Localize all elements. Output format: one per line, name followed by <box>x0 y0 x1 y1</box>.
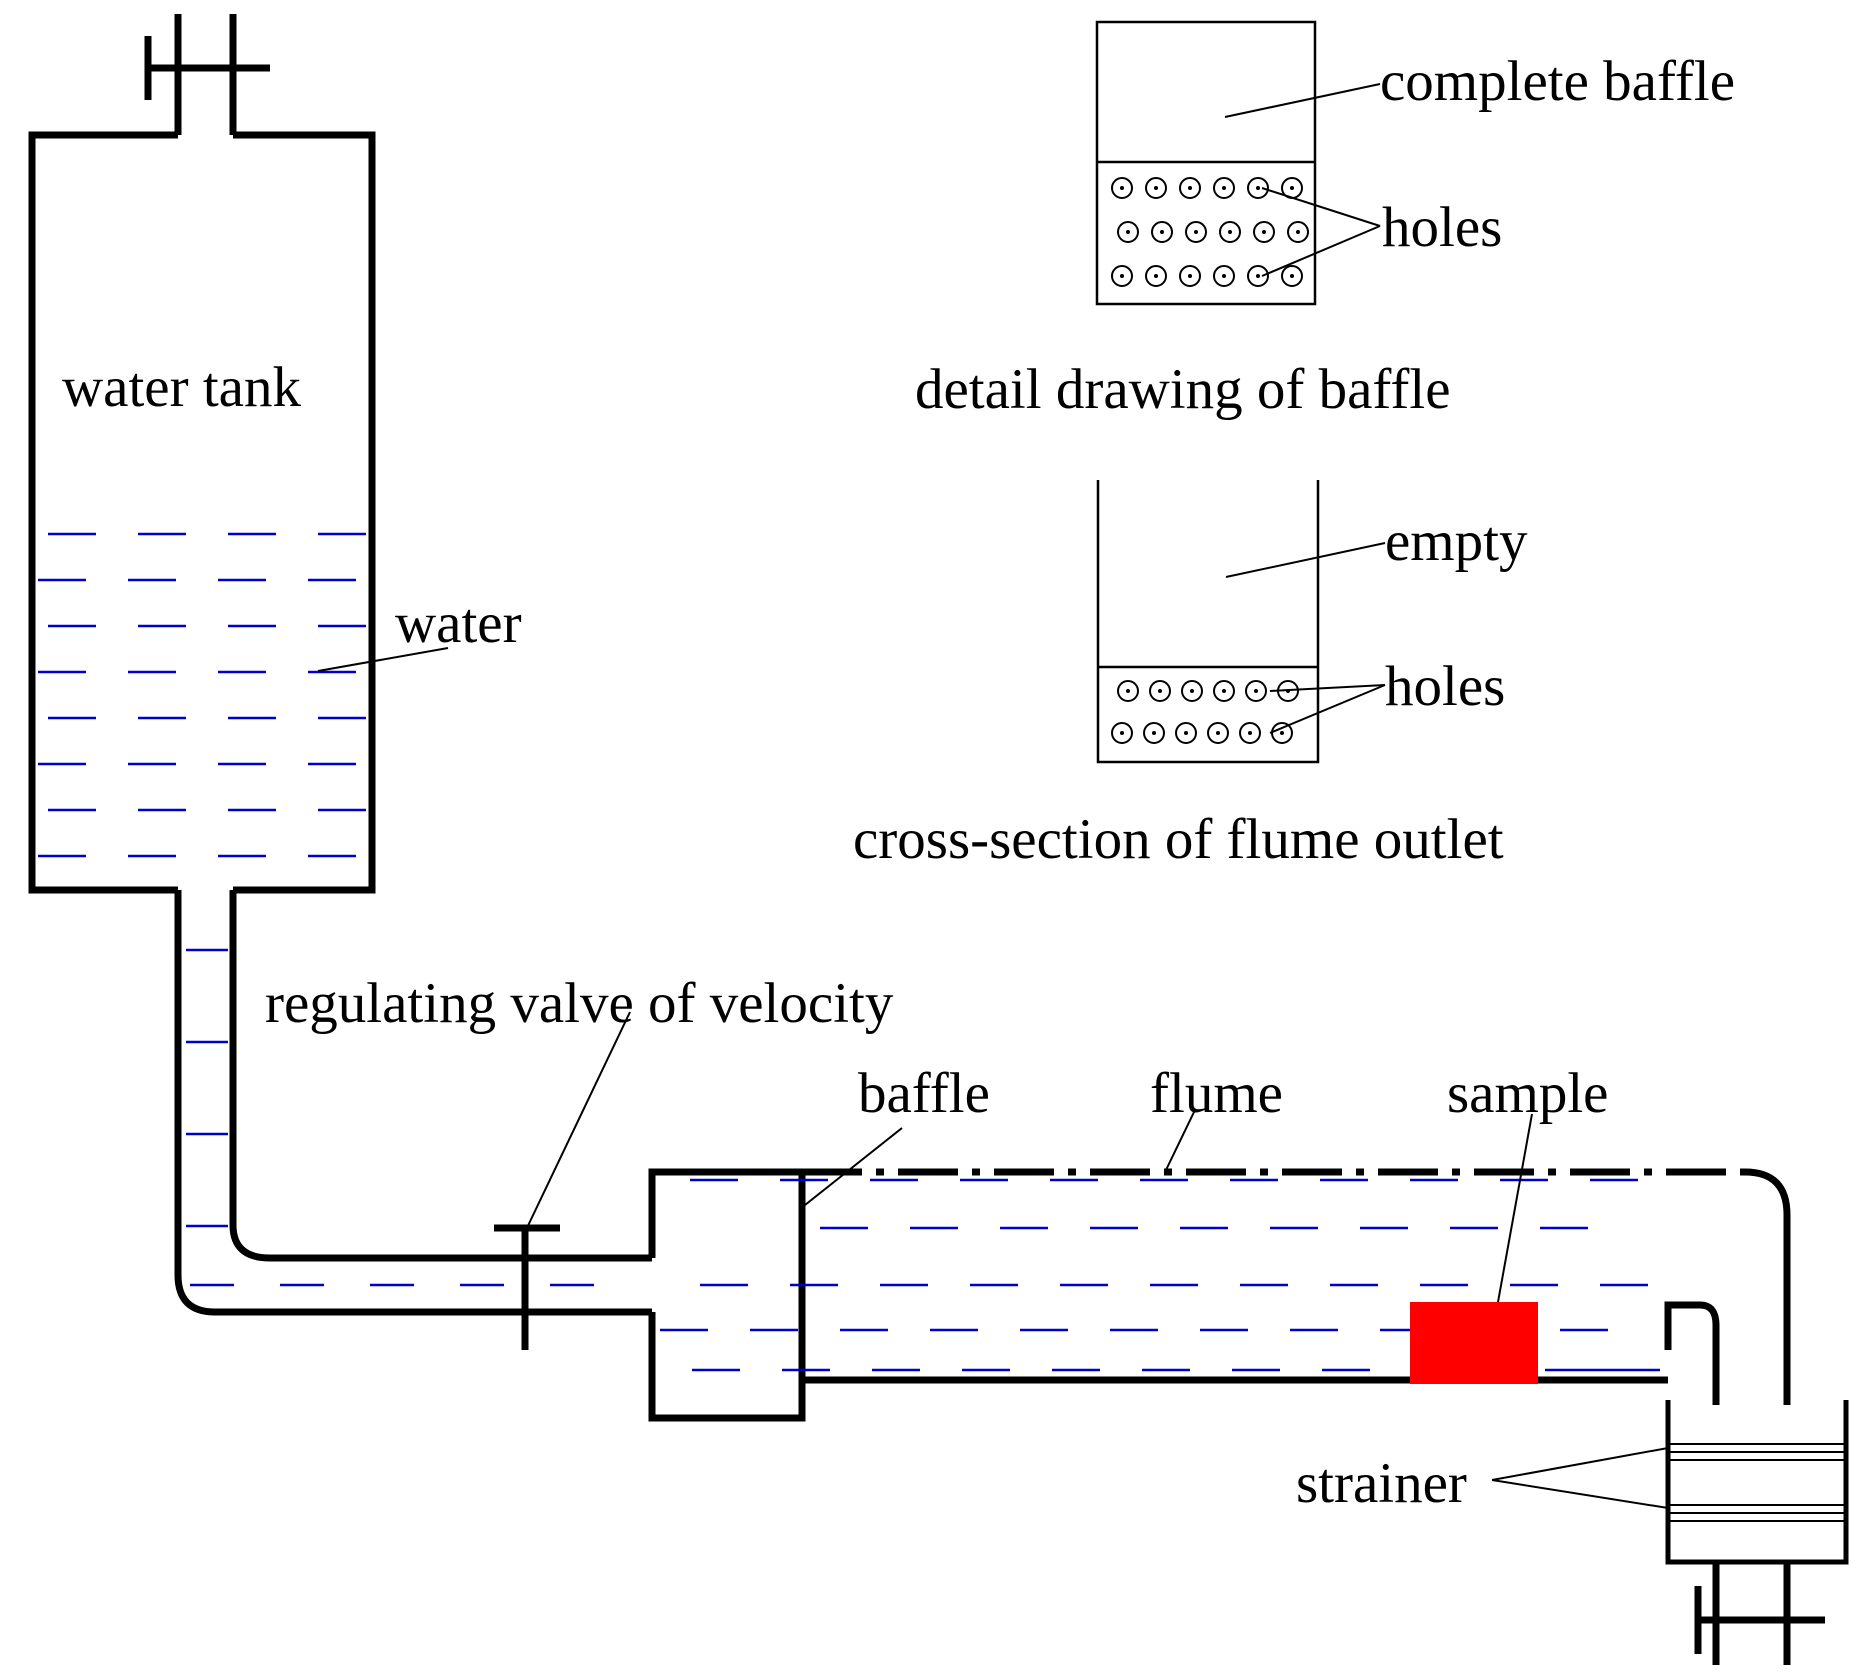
hole-icon <box>1117 221 1139 243</box>
hole-icon <box>1149 680 1171 702</box>
strainer-label: strainer <box>1296 1452 1467 1515</box>
hole-center-icon <box>1194 230 1198 234</box>
hole-icon <box>1281 265 1303 287</box>
hole-icon <box>1253 221 1275 243</box>
baffle-chamber <box>648 1168 806 1422</box>
hole-icon <box>1145 265 1167 287</box>
baffle-detail-caption: detail drawing of baffle <box>915 358 1451 421</box>
regulating-valve-label: regulating valve of velocity <box>265 972 894 1035</box>
outlet-pipe <box>174 890 652 1316</box>
strainer-outlet-pipe <box>1694 1562 1825 1665</box>
hole-icon <box>1247 265 1269 287</box>
hole-icon <box>1247 177 1269 199</box>
hole-center-icon <box>1154 274 1158 278</box>
hole-icon <box>1185 221 1207 243</box>
hole-icon <box>1117 680 1139 702</box>
outlet-section-holes <box>1111 680 1299 744</box>
flume-outlet-section <box>1096 480 1320 764</box>
water-tank-label: water tank <box>62 356 301 419</box>
leader-lines <box>317 83 1669 1509</box>
water-tank <box>28 14 376 894</box>
hole-icon <box>1213 265 1235 287</box>
flume-label: flume <box>1150 1062 1283 1125</box>
hole-icon <box>1239 722 1261 744</box>
hole-center-icon <box>1190 689 1194 693</box>
hole-icon <box>1111 722 1133 744</box>
hole-center-icon <box>1154 186 1158 190</box>
hole-center-icon <box>1222 689 1226 693</box>
baffle-detail <box>1095 20 1317 306</box>
hole-icon <box>1145 177 1167 199</box>
water-label: water <box>395 592 522 655</box>
hole-center-icon <box>1254 689 1258 693</box>
hole-center-icon <box>1222 186 1226 190</box>
hole-icon <box>1111 265 1133 287</box>
hole-center-icon <box>1216 731 1220 735</box>
hole-icon <box>1245 680 1267 702</box>
hole-center-icon <box>1188 186 1192 190</box>
hole-center-icon <box>1290 274 1294 278</box>
hole-center-icon <box>1280 731 1284 735</box>
sample-block <box>1410 1302 1538 1384</box>
holes-label-baffle: holes <box>1382 196 1502 259</box>
hole-center-icon <box>1248 731 1252 735</box>
hole-icon <box>1179 265 1201 287</box>
holes-label-outlet: holes <box>1385 655 1505 718</box>
tank-inlet-valve-icon <box>144 36 270 100</box>
hole-center-icon <box>1256 274 1260 278</box>
empty-label: empty <box>1385 510 1528 573</box>
tank-water-dashes <box>38 532 366 858</box>
hole-icon <box>1207 722 1229 744</box>
hole-icon <box>1213 680 1235 702</box>
hole-icon <box>1143 722 1165 744</box>
hole-center-icon <box>1184 731 1188 735</box>
hole-center-icon <box>1160 230 1164 234</box>
hole-center-icon <box>1126 689 1130 693</box>
hole-center-icon <box>1120 274 1124 278</box>
hole-center-icon <box>1120 731 1124 735</box>
flume-water-dashes <box>660 1178 1660 1372</box>
hole-icon <box>1219 221 1241 243</box>
hole-icon <box>1287 221 1309 243</box>
hole-center-icon <box>1126 230 1130 234</box>
hole-icon <box>1151 221 1173 243</box>
hole-center-icon <box>1188 274 1192 278</box>
hole-center-icon <box>1290 186 1294 190</box>
hole-center-icon <box>1262 230 1266 234</box>
pipe-water-dashes <box>186 948 594 1287</box>
sample-label: sample <box>1447 1062 1608 1125</box>
strainer-box <box>1665 1400 1849 1565</box>
hole-center-icon <box>1152 731 1156 735</box>
baffle-detail-holes <box>1111 177 1309 287</box>
hole-center-icon <box>1296 230 1300 234</box>
complete-baffle-label: complete baffle <box>1380 50 1735 113</box>
hole-icon <box>1181 680 1203 702</box>
hole-icon <box>1111 177 1133 199</box>
hole-center-icon <box>1256 186 1260 190</box>
regulating-valve-icon <box>494 1224 560 1350</box>
outlet-section-caption: cross-section of flume outlet <box>853 808 1504 871</box>
hole-center-icon <box>1158 689 1162 693</box>
hole-center-icon <box>1120 186 1124 190</box>
hole-center-icon <box>1228 230 1232 234</box>
hole-icon <box>1213 177 1235 199</box>
hole-icon <box>1175 722 1197 744</box>
hole-icon <box>1179 177 1201 199</box>
baffle-label: baffle <box>858 1062 990 1125</box>
hole-center-icon <box>1222 274 1226 278</box>
